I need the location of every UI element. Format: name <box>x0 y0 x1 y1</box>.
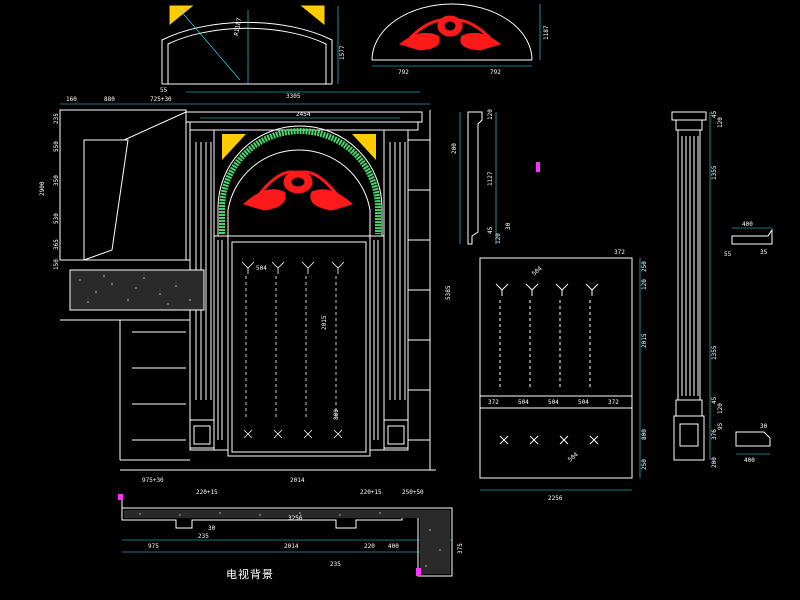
side-height-a: 250 <box>641 261 648 272</box>
side-height-e: 250 <box>641 459 648 470</box>
plan-right-depth: 375 <box>457 543 464 554</box>
side-top-right: 372 <box>614 249 625 256</box>
small-profile-detail <box>459 111 497 245</box>
col-base-a: 45 <box>711 396 718 404</box>
base-width: 400 <box>744 457 755 464</box>
col-base-b: 120 <box>717 403 724 414</box>
side-height-b: 120 <box>641 279 648 290</box>
dim-bottom-left: 975+30 <box>142 477 164 484</box>
col-top-a: 45 <box>711 110 718 118</box>
column-cap-section <box>731 227 773 245</box>
main-elevation-frame <box>59 91 436 471</box>
dim-bottom-mid-right: 220+15 <box>360 489 382 496</box>
dim-bottom-right: 250+50 <box>402 489 424 496</box>
side-height-d: 800 <box>641 429 648 440</box>
plan-granite-right <box>420 512 450 574</box>
plan-right-a: 220 <box>364 543 375 550</box>
plan-overall: 3256 <box>288 515 303 522</box>
plan-section <box>121 498 453 577</box>
granite-shelf <box>69 269 205 311</box>
gold-spandrel-left <box>222 134 246 160</box>
dim-overall-width: 3305 <box>286 93 301 100</box>
cap-t: 55 <box>724 251 732 258</box>
side-height-c: 2015 <box>641 333 648 348</box>
plan-granite-fill <box>124 510 450 518</box>
side-diag-a: 504 <box>531 265 544 278</box>
dim-panel-width: 504 <box>256 265 267 272</box>
dim-left-row-b: 550 <box>53 141 60 152</box>
dim-top-mid-right: 725+30 <box>150 96 172 103</box>
col-shaft-b: 1355 <box>711 345 718 360</box>
dim-panel-a: 800 <box>333 409 340 420</box>
dim-left-row-a: 235 <box>53 113 60 124</box>
label-arch-height: 1577 <box>339 45 346 60</box>
side-width-total: 2256 <box>548 495 563 502</box>
dim-top-mid-left: 880 <box>104 96 115 103</box>
column-detail <box>671 111 711 461</box>
top-pediment-detail <box>371 3 541 67</box>
gold-corner-ornament-right <box>300 5 325 26</box>
cap-width: 400 <box>742 221 753 228</box>
col-base-c: 376 <box>711 429 718 440</box>
dim-right-height: 5385 <box>445 285 452 300</box>
plan-right-b: 400 <box>388 543 399 550</box>
side-diag-b: 504 <box>567 451 580 464</box>
label-pediment-right: 792 <box>490 69 501 76</box>
label-pediment-left: 792 <box>398 69 409 76</box>
plan-opening: 2014 <box>284 543 299 550</box>
col-shaft-a: 1355 <box>711 165 718 180</box>
side-panel-elevation <box>479 257 641 491</box>
dim-inner-width: 2454 <box>296 111 311 118</box>
plan-step: 30 <box>208 525 216 532</box>
plan-speckle <box>139 512 441 567</box>
col-base-e: 200 <box>711 457 718 468</box>
recess-panel-marks <box>241 261 345 439</box>
profile-e: 120 <box>495 233 502 244</box>
label-arch-radius: R1187 <box>233 17 243 36</box>
profile-f: 30 <box>505 222 512 230</box>
dim-left-row-f: 150 <box>53 259 60 270</box>
dim-left-row-c: 530 <box>53 213 60 224</box>
dim-bottom-mid: 2014 <box>290 477 305 484</box>
red-scroll-ornament-top <box>398 15 502 51</box>
gold-spandrel-right <box>352 134 376 160</box>
magenta-marker-plan-right <box>416 568 421 576</box>
profile-b: 120 <box>487 109 494 120</box>
dim-left-row-d: 350 <box>53 175 60 186</box>
dim-bottom-mid-left: 220+15 <box>196 489 218 496</box>
drawing-title: 电视背景 <box>226 568 274 581</box>
side-seg-a: 372 <box>488 399 499 406</box>
plan-left: 975 <box>148 543 159 550</box>
profile-a: 200 <box>451 143 458 154</box>
col-top-b: 120 <box>717 117 724 128</box>
top-arch-detail <box>161 5 339 85</box>
profile-c: 1127 <box>487 171 494 186</box>
dim-total-height: 2900 <box>39 181 46 196</box>
cap-s: 35 <box>760 249 768 256</box>
base-s: 30 <box>760 423 768 430</box>
dim-left-row-e: 365 <box>53 239 60 250</box>
side-seg-d: 504 <box>578 399 589 406</box>
red-scroll-ornament-arch <box>243 170 353 211</box>
granite-speckle <box>79 275 191 305</box>
dim-top-left: 160 <box>66 96 77 103</box>
plan-depth-a: 235 <box>198 533 209 540</box>
profile-d: 45 <box>487 226 494 234</box>
magenta-marker-profile <box>536 162 540 172</box>
column-base-section <box>735 431 771 455</box>
plan-depth-b: 235 <box>330 561 341 568</box>
side-seg-c: 504 <box>548 399 559 406</box>
label-arch-width-left: 55 <box>160 87 168 94</box>
gold-corner-ornament-left <box>169 5 194 26</box>
side-seg-b: 504 <box>518 399 529 406</box>
dim-opening-height: 2015 <box>321 315 328 330</box>
side-seg-e: 372 <box>608 399 619 406</box>
green-arch-moulding <box>219 128 381 234</box>
label-pediment-height: 1187 <box>543 25 550 40</box>
magenta-marker-plan-left <box>118 494 123 500</box>
col-base-d: 95 <box>717 422 724 430</box>
